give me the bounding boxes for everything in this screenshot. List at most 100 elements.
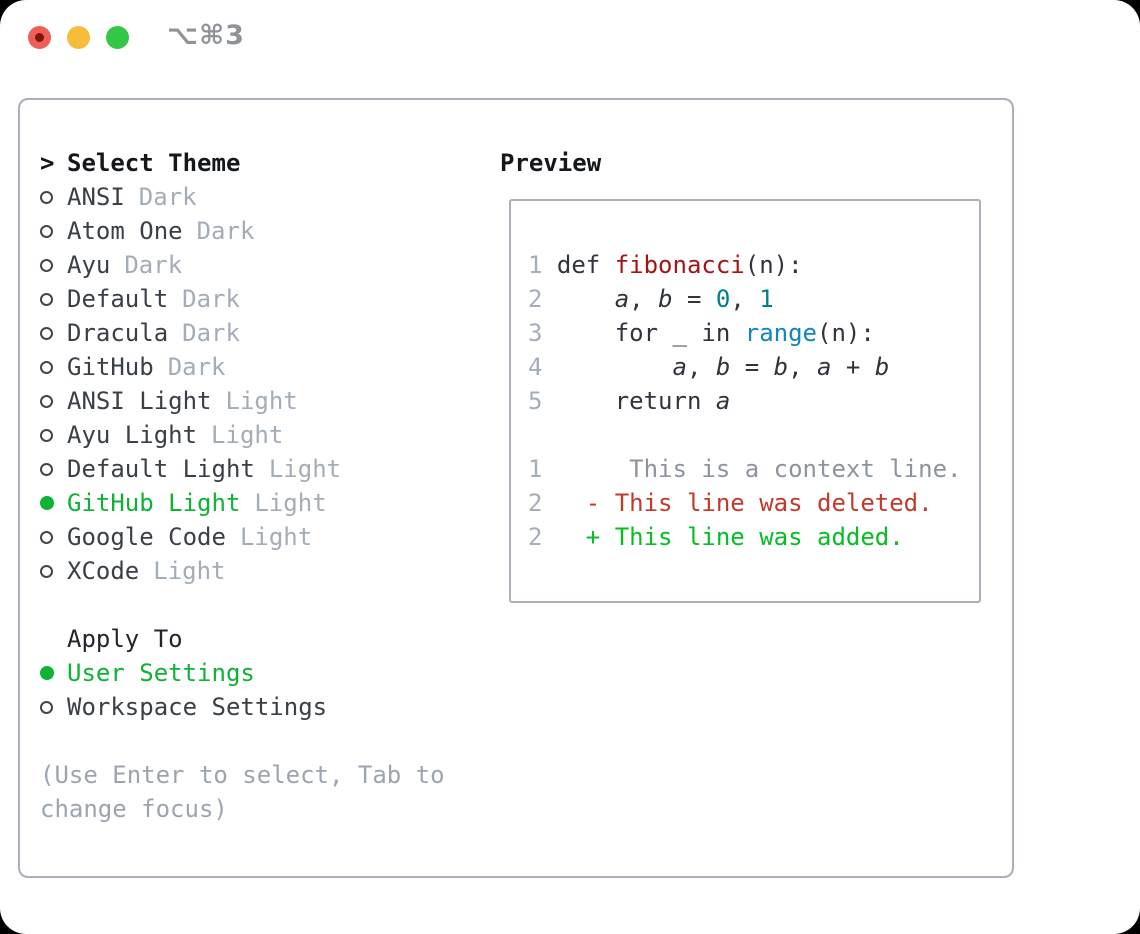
code-token: , <box>629 285 659 313</box>
apply-to-header: Apply To <box>40 622 445 656</box>
theme-name: Ayu Light <box>67 421 198 449</box>
code-token <box>557 353 673 381</box>
radio-circle <box>40 360 53 374</box>
radio-icon <box>40 224 67 238</box>
radio-circle <box>40 666 54 680</box>
theme-variant: Light <box>225 387 298 415</box>
theme-name: Default Light <box>67 455 255 483</box>
radio-icon <box>40 394 67 408</box>
minimize-button[interactable] <box>67 26 90 49</box>
preview-line: 1 def fibonacci(n): <box>528 248 979 282</box>
radio-circle <box>40 496 54 510</box>
code-token: 0 <box>715 285 731 313</box>
code-token: b <box>658 285 673 313</box>
code-token: , <box>730 285 760 313</box>
theme-option[interactable]: Dracula Dark <box>40 316 445 350</box>
code-token: (n): <box>744 251 803 279</box>
theme-name: ANSI Light <box>67 387 212 415</box>
theme-variant: Light <box>254 489 327 517</box>
code-token: = <box>730 353 774 381</box>
theme-option[interactable]: Default Light Light <box>40 452 445 486</box>
theme-variant: Dark <box>138 183 197 211</box>
theme-option[interactable]: GitHub Dark <box>40 350 445 384</box>
radio-circle <box>40 428 53 442</box>
code-token: 1 <box>759 285 774 313</box>
theme-name: Default <box>67 285 169 313</box>
apply-option-label: Workspace Settings <box>67 693 328 721</box>
theme-variant: Dark <box>182 319 240 347</box>
code-token: = <box>672 285 716 313</box>
radio-icon <box>40 462 67 476</box>
code-token: return <box>556 387 716 415</box>
preview-line: 2 a, b = 0, 1 <box>528 282 979 316</box>
code-token: 2 <box>528 523 543 551</box>
radio-circle <box>40 462 53 476</box>
theme-name: Ayu <box>67 251 111 279</box>
preview-line <box>528 418 979 452</box>
close-button[interactable] <box>28 26 51 49</box>
code-token: 4 <box>528 353 557 381</box>
radio-selected-icon <box>40 666 67 680</box>
radio-circle <box>40 292 53 306</box>
theme-variant: Dark <box>167 353 226 381</box>
fullscreen-button[interactable] <box>106 26 129 49</box>
code-token: - This line was deleted. <box>542 489 933 517</box>
theme-variant: Light <box>153 557 226 585</box>
code-token <box>557 285 615 313</box>
code-token: + <box>831 353 875 381</box>
hint-line: (Use Enter to select, Tab to <box>40 761 445 789</box>
apply-to-option[interactable]: User Settings <box>40 656 445 690</box>
preview-line: 1 This is a context line. <box>528 452 979 486</box>
code-token: 3 <box>528 319 557 347</box>
theme-variant: Light <box>211 421 284 449</box>
code-token: (n): <box>817 319 875 347</box>
theme-name: Dracula <box>67 319 169 347</box>
theme-option[interactable]: Default Dark <box>40 282 445 316</box>
theme-variant: Dark <box>196 217 255 245</box>
apply-to-title: Apply To <box>67 625 183 653</box>
preview-line: 3 for _ in range(n): <box>528 316 979 350</box>
apply-to-option[interactable]: Workspace Settings <box>40 690 445 724</box>
theme-option[interactable]: Ayu Light Light <box>40 418 445 452</box>
code-token: def <box>556 251 615 279</box>
theme-name: Atom One <box>67 217 183 245</box>
code-token: fibonacci <box>614 251 745 279</box>
theme-name: GitHub <box>67 353 154 381</box>
select-theme-title: Select Theme <box>67 149 241 177</box>
theme-name: Google Code <box>67 523 226 551</box>
preview-title: Preview <box>500 149 602 177</box>
radio-icon <box>40 258 67 272</box>
theme-option[interactable]: Atom One Dark <box>40 214 445 248</box>
radio-icon <box>40 564 67 578</box>
code-token: a <box>672 353 687 381</box>
preview-line: 4 a, b = b, a + b <box>528 350 979 384</box>
theme-variant: Light <box>268 455 342 483</box>
theme-variant: Dark <box>182 285 240 313</box>
radio-circle <box>40 530 53 544</box>
radio-icon <box>40 292 67 306</box>
code-token: 2 <box>528 489 543 517</box>
code-token: + This line was added. <box>542 523 904 551</box>
code-token: range <box>744 319 817 347</box>
radio-icon <box>40 428 67 442</box>
radio-circle <box>40 700 53 714</box>
radio-circle <box>40 258 53 272</box>
prompt-icon: > <box>40 149 55 177</box>
radio-circle <box>40 224 53 238</box>
radio-circle <box>40 326 53 340</box>
theme-option[interactable]: ANSI Light Light <box>40 384 445 418</box>
spacer <box>40 588 445 622</box>
code-token: a <box>614 285 630 313</box>
code-token: 2 <box>528 285 557 313</box>
